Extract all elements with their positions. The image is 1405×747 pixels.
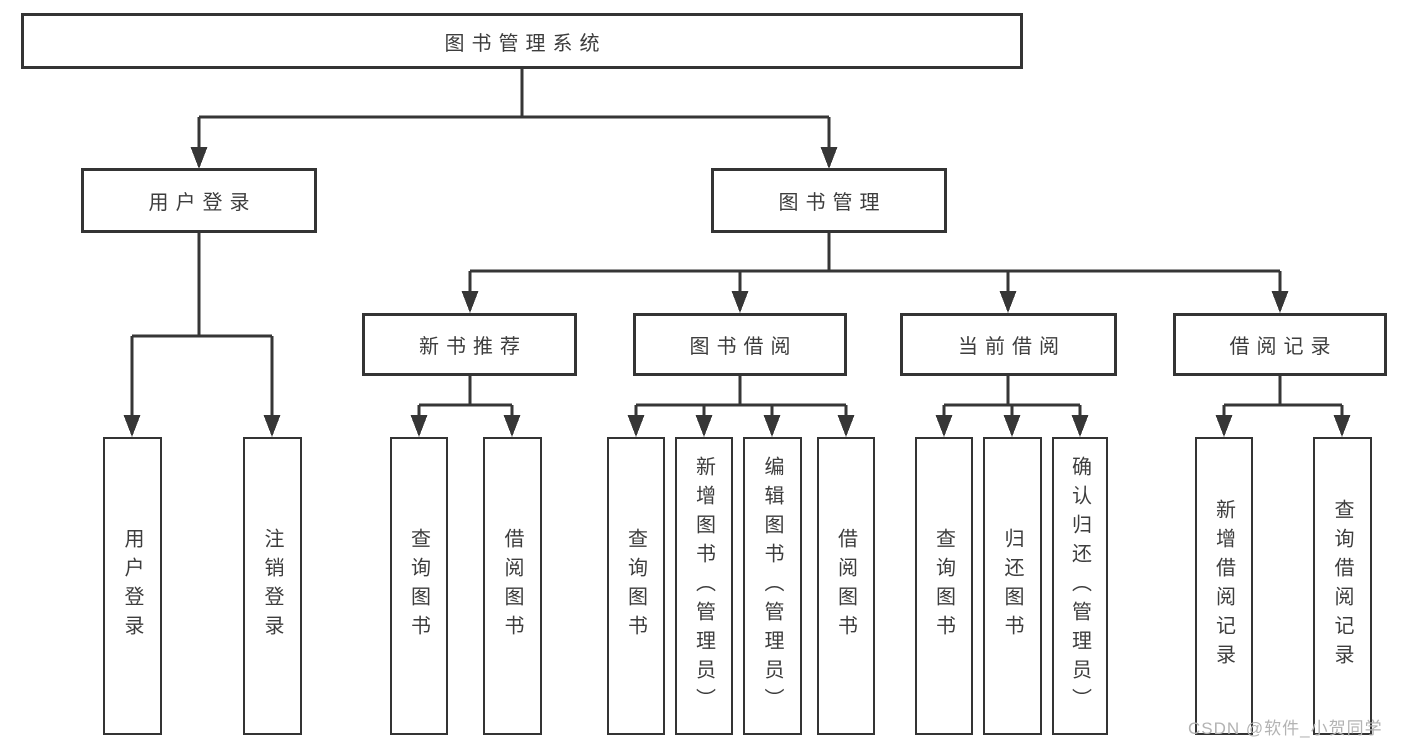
node-label: 查询图书	[624, 528, 647, 644]
node-book-management: 图书管理	[711, 168, 947, 233]
node-new-book-recommendation: 新书推荐	[362, 313, 577, 376]
node-book-borrowing: 图书借阅	[633, 313, 847, 376]
watermark: CSDN @软件_小贺同学	[1188, 719, 1383, 738]
node-library-management-system: 图书管理系统	[21, 13, 1023, 69]
leaf-borrow-books: 借阅图书	[817, 437, 875, 735]
node-label: 注销登录	[261, 528, 283, 644]
leaf-logout: 注销登录	[243, 437, 302, 735]
node-label: 确认归还（管理员）	[1068, 455, 1091, 717]
leaf-confirm-return-admin: 确认归还（管理员）	[1052, 437, 1108, 735]
leaf-query-books-recommend: 查询图书	[390, 437, 448, 735]
leaf-user-login: 用户登录	[103, 437, 162, 735]
node-label: 查询图书	[407, 528, 430, 644]
leaf-add-borrow-record: 新增借阅记录	[1195, 437, 1253, 735]
node-label: 新书推荐	[419, 336, 527, 358]
node-label: 借阅记录	[1229, 336, 1338, 358]
node-label: 新增图书（管理员）	[692, 455, 715, 717]
node-label: 用户登录	[121, 528, 143, 644]
node-label: 当前借阅	[958, 336, 1066, 358]
tree-edges	[130, 69, 1344, 420]
node-current-borrowing: 当前借阅	[900, 313, 1117, 376]
leaf-return-book: 归还图书	[983, 437, 1042, 735]
leaf-query-borrow-record: 查询借阅记录	[1313, 437, 1372, 735]
node-user-login: 用户登录	[81, 168, 317, 233]
leaf-add-book-admin: 新增图书（管理员）	[675, 437, 733, 735]
node-label: 图书管理	[778, 192, 887, 214]
leaf-query-books-current: 查询图书	[915, 437, 973, 735]
node-label: 借阅图书	[501, 528, 523, 644]
node-label: 图书管理系统	[444, 32, 607, 55]
leaf-query-books-borrow: 查询图书	[607, 437, 665, 735]
node-label: 新增借阅记录	[1212, 499, 1235, 673]
node-borrowing-records: 借阅记录	[1173, 313, 1387, 376]
node-label: 归还图书	[1001, 528, 1023, 644]
node-label: 查询图书	[932, 528, 955, 644]
node-label: 图书借阅	[689, 336, 798, 358]
arrowheads	[123, 147, 1351, 437]
leaf-borrow-books-recommend: 借阅图书	[483, 437, 542, 735]
node-label: 借阅图书	[834, 528, 857, 644]
leaf-edit-book-admin: 编辑图书（管理员）	[743, 437, 802, 735]
node-label: 用户登录	[148, 192, 257, 214]
node-label: 编辑图书（管理员）	[761, 455, 783, 717]
node-label: 查询借阅记录	[1331, 499, 1353, 673]
